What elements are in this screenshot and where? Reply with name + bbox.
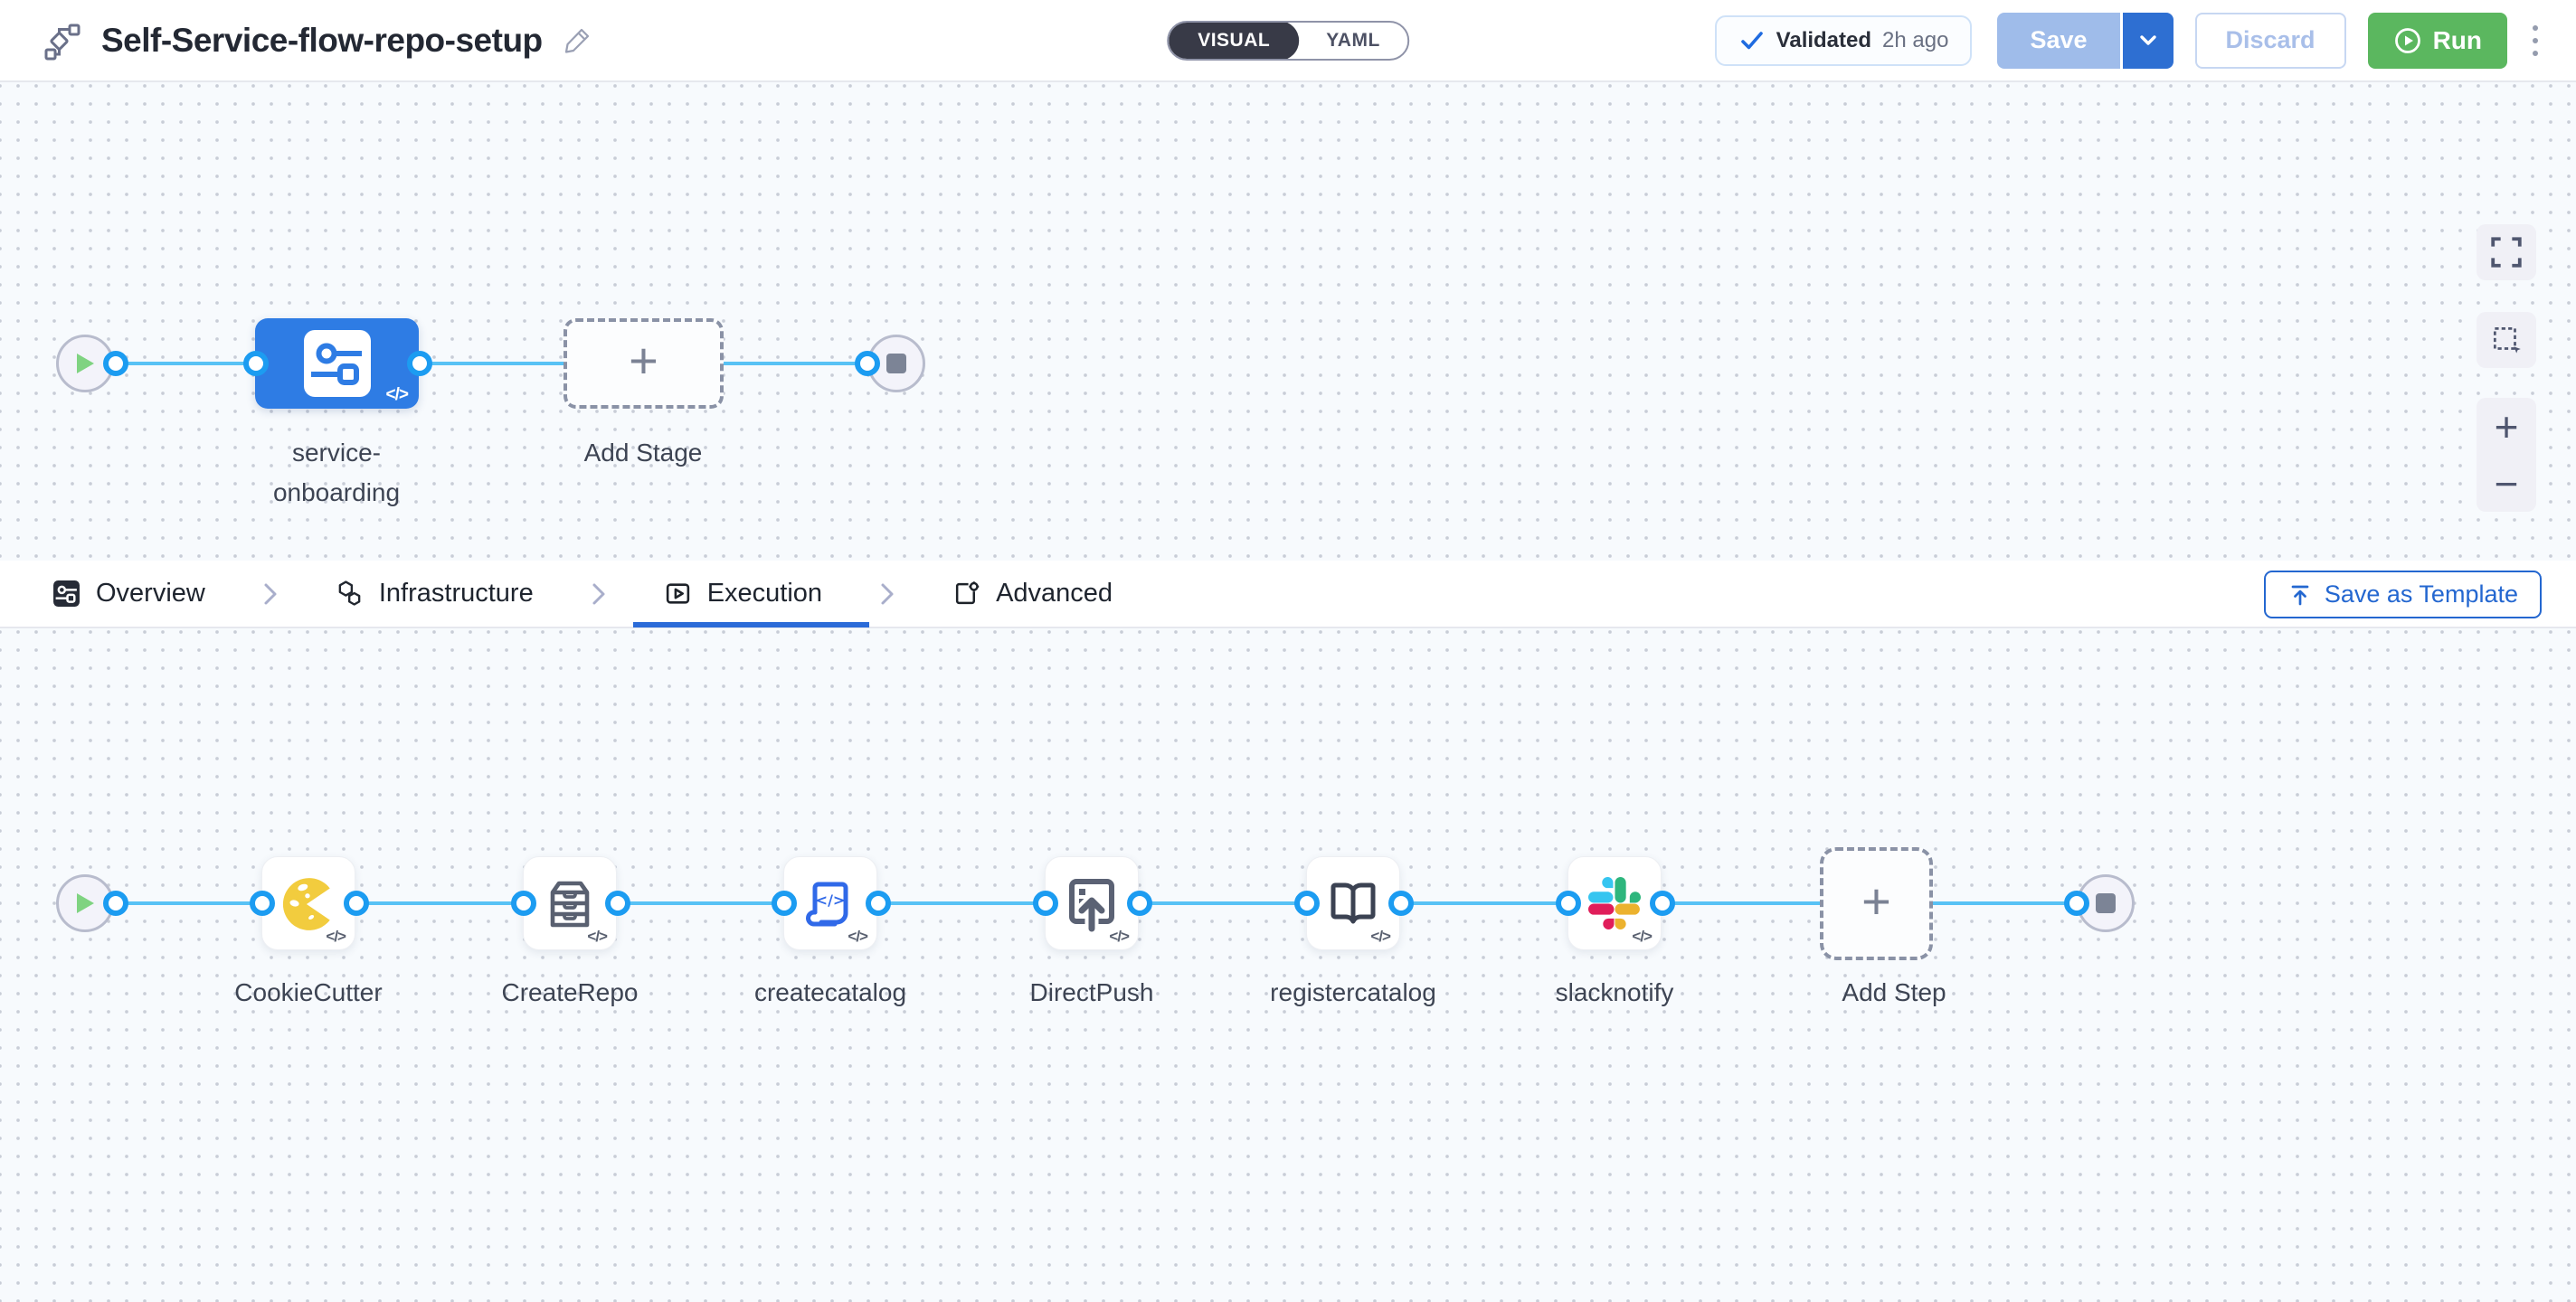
- connector-point[interactable]: [407, 351, 432, 376]
- connector-point[interactable]: [2064, 891, 2089, 916]
- connector-point[interactable]: [1650, 891, 1675, 916]
- advanced-icon: [955, 581, 980, 605]
- connector-point[interactable]: [866, 891, 891, 916]
- validated-badge[interactable]: Validated 2h ago: [1714, 14, 1973, 66]
- code-glyph: </>: [385, 385, 410, 404]
- upload-template-icon: [2291, 585, 2309, 605]
- check-icon: [1740, 31, 1763, 49]
- tab-overview[interactable]: Overview: [52, 560, 205, 627]
- svg-text:</>: </>: [816, 892, 846, 909]
- step-node-registercatalog[interactable]: </>: [1306, 856, 1400, 950]
- chevron-right-icon: [261, 580, 279, 608]
- execution-icon: [666, 583, 689, 604]
- zoom-controls: + −: [2477, 398, 2536, 512]
- marquee-select-icon: [2493, 326, 2521, 354]
- stage-label: service- onboarding: [272, 439, 401, 506]
- start-play-icon: [77, 893, 94, 913]
- plus-icon: +: [629, 332, 658, 389]
- connector-point[interactable]: [103, 891, 128, 916]
- infrastructure-icon: [338, 580, 361, 606]
- step-label: CookieCutter: [234, 978, 383, 1006]
- tab-execution[interactable]: Execution: [632, 560, 870, 627]
- plus-icon: +: [1861, 872, 1891, 929]
- connector-point[interactable]: [243, 351, 269, 376]
- step-label: registercatalog: [1270, 978, 1436, 1006]
- validated-time: 2h ago: [1882, 27, 1949, 52]
- zoom-in-button[interactable]: +: [2494, 402, 2519, 450]
- pipeline-icon: [40, 20, 81, 61]
- step-label: createcatalog: [753, 978, 907, 1006]
- connector-point[interactable]: [605, 891, 630, 916]
- save-split-button: Save: [1997, 12, 2174, 69]
- stage-tabbar: Overview Infrastructure Execution: [0, 561, 2576, 628]
- header-actions: Validated 2h ago Save Discard Run: [1714, 12, 2545, 69]
- drawer-cabinet-icon: [550, 881, 590, 928]
- connector-point[interactable]: [772, 891, 797, 916]
- step-label: slacknotify: [1555, 978, 1674, 1006]
- step-node-createcatalog[interactable]: </> </>: [783, 856, 877, 950]
- save-options-button[interactable]: [2122, 12, 2174, 69]
- stage-node-service-onboarding[interactable]: </>: [255, 318, 419, 409]
- visual-yaml-toggle: VISUAL YAML: [1167, 20, 1409, 61]
- step-label: CreateRepo: [501, 978, 639, 1006]
- run-label: Run: [2432, 25, 2482, 54]
- header: Self-Service-flow-repo-setup VISUAL YAML…: [0, 0, 2576, 82]
- chevron-down-icon: [2139, 34, 2156, 45]
- fullscreen-icon: [2491, 237, 2522, 268]
- start-play-icon: [77, 354, 94, 373]
- step-node-cookiecutter[interactable]: </>: [261, 856, 355, 950]
- custom-stage-icon: [303, 330, 371, 397]
- stop-icon: [886, 354, 906, 373]
- cookiecutter-icon: [282, 878, 330, 930]
- run-play-icon: [2394, 27, 2420, 53]
- more-options-icon[interactable]: [2525, 18, 2545, 63]
- add-step-label: Add Step: [1842, 978, 1946, 1006]
- connector-point[interactable]: [1556, 891, 1581, 916]
- chevron-right-icon: [590, 580, 608, 608]
- toggle-yaml[interactable]: YAML: [1326, 29, 1380, 51]
- save-as-template-button[interactable]: Save as Template: [2263, 571, 2542, 618]
- connector-point[interactable]: [1033, 891, 1058, 916]
- step-label: DirectPush: [1029, 978, 1154, 1006]
- toggle-visual[interactable]: VISUAL: [1169, 22, 1300, 59]
- stop-icon: [2096, 893, 2116, 913]
- step-node-directpush[interactable]: </>: [1045, 856, 1139, 950]
- connector-point[interactable]: [103, 351, 128, 376]
- title-wrap: Self-Service-flow-repo-setup: [40, 20, 592, 61]
- slack-icon: [1588, 877, 1641, 929]
- save-button[interactable]: Save: [1997, 12, 2123, 69]
- stage-canvas[interactable]: </> + service- onboarding Add Stage: [0, 82, 2576, 561]
- stage-edge: [90, 362, 882, 365]
- page-title: Self-Service-flow-repo-setup: [101, 21, 543, 59]
- add-step-button[interactable]: +: [1820, 847, 1933, 960]
- connector-point[interactable]: [250, 891, 275, 916]
- overview-icon: [53, 580, 80, 607]
- validated-label: Validated: [1776, 27, 1872, 52]
- chevron-right-icon: [878, 580, 896, 608]
- discard-button[interactable]: Discard: [2194, 12, 2346, 69]
- tab-infrastructure[interactable]: Infrastructure: [336, 560, 534, 627]
- add-stage-button[interactable]: +: [564, 318, 724, 409]
- tab-advanced[interactable]: Advanced: [952, 560, 1113, 627]
- connector-point[interactable]: [855, 351, 880, 376]
- edit-pencil-icon[interactable]: [563, 26, 592, 55]
- connector-point[interactable]: [1127, 891, 1152, 916]
- connector-point[interactable]: [344, 891, 369, 916]
- fit-to-screen-button[interactable]: [2477, 224, 2536, 280]
- connector-point[interactable]: [1388, 891, 1414, 916]
- connector-point[interactable]: [1294, 891, 1320, 916]
- zoom-out-button[interactable]: −: [2494, 459, 2519, 507]
- step-node-createrepo[interactable]: </>: [523, 856, 617, 950]
- add-stage-label: Add Stage: [583, 439, 703, 467]
- execution-canvas[interactable]: </> </> </> </>: [0, 628, 2576, 1302]
- run-button[interactable]: Run: [2367, 12, 2507, 69]
- open-book-icon: [1331, 882, 1376, 924]
- direct-push-icon: [1069, 879, 1114, 932]
- connector-point[interactable]: [511, 891, 536, 916]
- script-code-icon: </>: [806, 882, 848, 927]
- step-node-slacknotify[interactable]: </>: [1567, 856, 1662, 950]
- select-region-button[interactable]: [2477, 312, 2536, 368]
